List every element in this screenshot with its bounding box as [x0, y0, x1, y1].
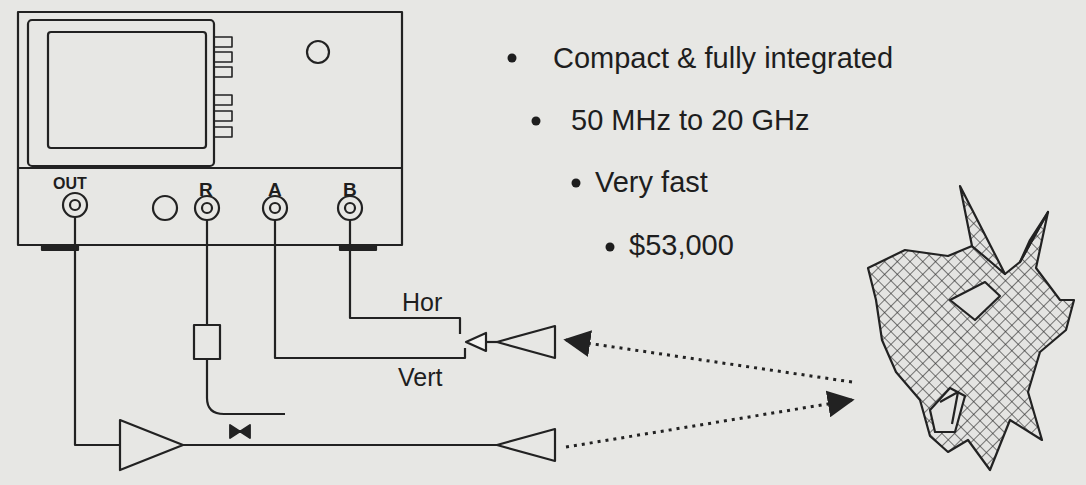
softkeys	[214, 37, 232, 137]
cable	[207, 359, 285, 414]
receive-horn	[497, 326, 555, 358]
illumination-arrow	[566, 400, 852, 447]
port-b	[338, 196, 362, 220]
bullet-text: Very fast	[595, 168, 708, 197]
bullet-dots	[508, 54, 615, 252]
display-bezel	[28, 20, 214, 166]
port-out	[63, 193, 87, 217]
dual-pol-feed	[466, 333, 486, 351]
echo-arrow	[566, 340, 852, 382]
coupler-symbol	[230, 425, 250, 438]
cable	[206, 220, 208, 325]
bullet-text: $53,000	[629, 231, 734, 260]
transmit-horn	[497, 429, 555, 461]
bullet-text: Compact & fully integrated	[553, 44, 893, 73]
port-a	[263, 196, 287, 220]
knob	[307, 41, 329, 63]
bullet-text: 50 MHz to 20 GHz	[571, 106, 810, 135]
cable	[275, 220, 465, 358]
instrument-housing	[18, 12, 402, 245]
amplifier-symbol	[120, 420, 183, 470]
display-screen	[48, 32, 206, 148]
port-label: B	[343, 180, 357, 199]
cable	[350, 220, 460, 334]
attenuator	[194, 325, 220, 359]
signal-label: Vert	[398, 365, 442, 390]
signal-label: Hor	[402, 290, 442, 315]
port-label: OUT	[53, 176, 87, 192]
aircraft-target	[868, 186, 1074, 470]
port-label: R	[199, 180, 213, 199]
port-label: A	[268, 180, 282, 199]
port	[153, 196, 177, 220]
port-r	[195, 196, 219, 220]
cable	[75, 217, 120, 445]
